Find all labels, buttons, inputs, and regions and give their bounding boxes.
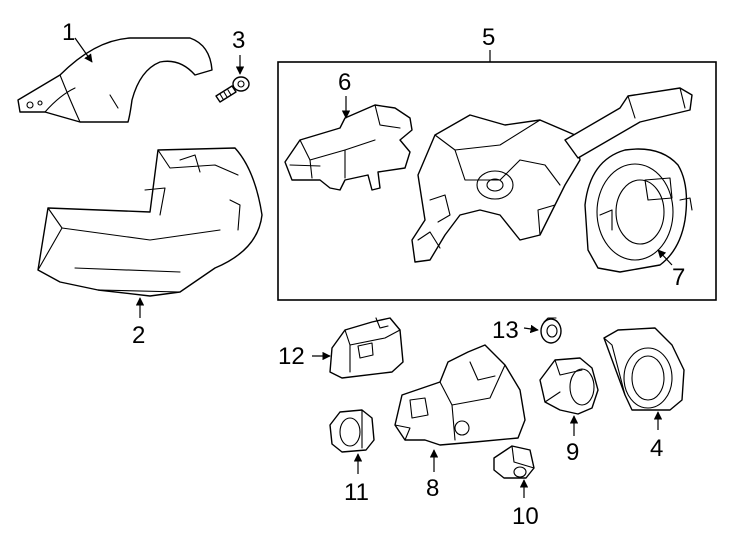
leader-13 [523, 324, 539, 334]
part-13-ring [540, 317, 562, 344]
part-4-bezel [603, 327, 685, 411]
part-2-lower-shroud [37, 147, 263, 297]
part-11-sleeve [329, 409, 375, 453]
callout-12: 12 [278, 343, 305, 370]
callout-6: 6 [338, 69, 351, 96]
part-8-lock-housing [394, 344, 526, 446]
callout-13: 13 [492, 317, 519, 344]
callout-4: 4 [650, 435, 663, 462]
part-7-clockspring [584, 148, 693, 273]
part-9-lock-cylinder [539, 357, 599, 415]
assembly-frame [277, 61, 717, 301]
callout-8: 8 [426, 475, 439, 502]
callout-11: 11 [344, 479, 369, 506]
part-12-switch [329, 317, 404, 379]
callout-3: 3 [232, 27, 245, 54]
callout-1: 1 [62, 19, 75, 46]
part-6-bracket [284, 104, 413, 191]
callout-5: 5 [482, 24, 495, 51]
callout-9: 9 [566, 439, 579, 466]
part-1-upper-shroud [17, 37, 213, 123]
callout-2: 2 [132, 322, 145, 349]
callout-7: 7 [672, 264, 685, 291]
callout-10: 10 [512, 503, 539, 530]
leader-7 [657, 249, 673, 266]
part-5-column-assembly [411, 87, 693, 263]
leader-1 [74, 37, 93, 63]
part-10-sensor [493, 445, 535, 479]
part-3-screw [215, 76, 250, 103]
